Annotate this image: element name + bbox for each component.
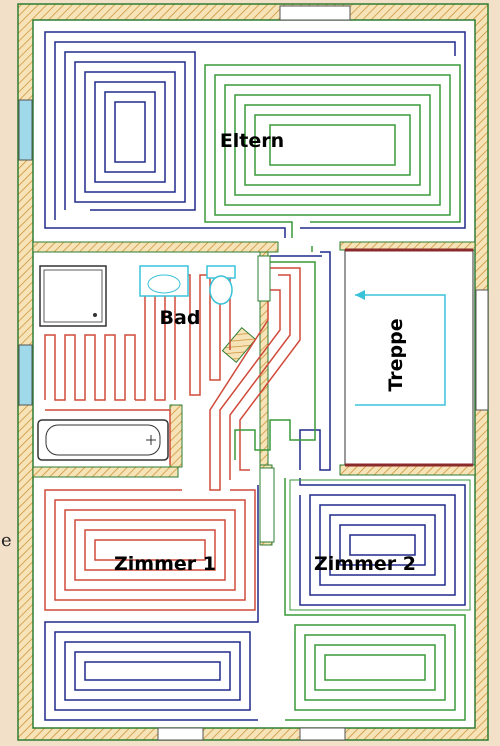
room-label-eltern: Eltern	[220, 130, 284, 152]
washbasin	[139, 265, 189, 297]
toilet	[206, 265, 236, 305]
heating-loop-zimmer2-blue	[299, 478, 466, 606]
heating-loop-zimmer1-blue	[44, 485, 259, 721]
room-label-zimmer2: Zimmer 2	[314, 553, 416, 575]
heating-loop-zimmer1-red	[44, 489, 256, 611]
shower-tray	[39, 265, 107, 327]
windows	[18, 5, 489, 741]
interior-walls	[32, 241, 476, 546]
manifold	[257, 255, 275, 543]
heating-loop-zimmer2-edge	[289, 479, 471, 611]
room-label-zimmer1: Zimmer 1	[114, 553, 216, 575]
corridor-pipes	[234, 246, 331, 471]
room-label-treppe: Treppe	[385, 318, 407, 391]
heating-loop-eltern-blue	[44, 31, 466, 238]
edge-text-fragment: e	[1, 530, 12, 551]
room-label-bad: Bad	[160, 307, 201, 329]
bathtub	[37, 419, 169, 461]
heating-loop-eltern-green	[204, 64, 461, 238]
heating-loop-zimmer2-green	[284, 478, 466, 721]
staircase	[344, 248, 474, 467]
